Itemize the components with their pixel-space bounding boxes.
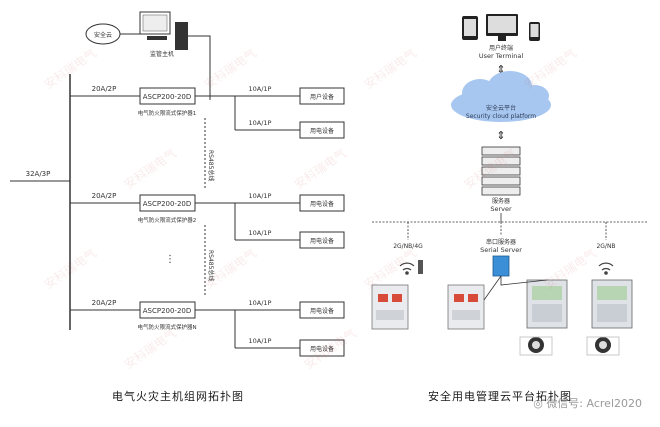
device-model-label: ASCP200-20D xyxy=(143,307,192,315)
serial-link xyxy=(483,275,502,301)
double-arrow-icon: ⇕ xyxy=(496,129,505,142)
branch-breaker-label: 20A/2P xyxy=(92,85,117,93)
ellipsis-dots: ⋮ xyxy=(165,254,175,265)
main-breaker-label: 32A/3P xyxy=(26,170,51,178)
monitor-icon xyxy=(486,14,518,41)
branch-breaker-label: 20A/2P xyxy=(92,192,117,200)
wifi-icon xyxy=(598,262,614,275)
server-en: Server xyxy=(490,205,512,213)
user-terminal-cn: 用户终端 xyxy=(489,44,513,52)
sensor-frame xyxy=(586,336,620,356)
out-breaker-label: 10A/1P xyxy=(249,192,272,200)
breaker-device xyxy=(447,284,485,330)
load-box xyxy=(299,87,345,105)
right-caption: 安全用电管理云平台拓扑图 xyxy=(428,390,572,403)
load-box xyxy=(299,339,345,357)
rs485-label-1: RS485总线 xyxy=(207,150,215,181)
cloud-platform-cn: 安全云平台 xyxy=(486,104,516,112)
cloud-platform-icon xyxy=(451,71,551,122)
out-breaker-label: 10A/1P xyxy=(249,229,272,237)
host-label: 监管主机 xyxy=(150,50,174,58)
device-model-label: ASCP200-20D xyxy=(143,93,192,101)
load-label: 用电设备 xyxy=(310,200,334,208)
net-label-right: 2G/NB xyxy=(596,243,615,250)
host-computer-icon xyxy=(139,11,188,50)
device-model-label: ASCP200-20D xyxy=(143,200,192,208)
server-cn: 服务器 xyxy=(492,197,510,205)
cloud-platform-en: Security cloud platform xyxy=(466,113,536,120)
server-rack-icon xyxy=(481,146,521,196)
out-breaker-label: 10A/1P xyxy=(249,85,272,93)
load-label: 用电设备 xyxy=(310,237,334,245)
serial-link xyxy=(500,276,548,286)
safety-cloud-label: 安全云 xyxy=(94,31,112,39)
wechat-id: 微信号: Acrel2020 xyxy=(546,397,642,410)
wechat-watermark: ◎ 微信号: Acrel2020 xyxy=(533,395,642,411)
branch-row: 20A/2P ASCP200-20D 电气防火限流式保护器1 10A/1P 10… xyxy=(70,85,345,139)
serial-server-en: Serial Server xyxy=(480,246,522,254)
meter-device xyxy=(526,279,568,329)
load-label: 用户设备 xyxy=(310,93,334,101)
load-box xyxy=(299,301,345,319)
load-box xyxy=(299,194,345,212)
branch-row: 20A/2P ASCP200-20D 电气防火限流式保护器N 10A/1P 10… xyxy=(70,299,345,357)
wifi-icon xyxy=(399,262,415,275)
breaker-device xyxy=(371,284,409,330)
phone-icon xyxy=(529,22,540,41)
user-terminal-en: User Terminal xyxy=(479,52,524,60)
device-desc-label: 电气防火限流式保护器2 xyxy=(138,216,197,224)
load-box xyxy=(299,231,345,249)
branch-row: 20A/2P ASCP200-20D 电气防火限流式保护器2 10A/1P 10… xyxy=(70,192,345,249)
serial-server-cn: 串口服务器 xyxy=(486,238,516,246)
tablet-icon xyxy=(462,16,478,40)
rs485-label-2: RS485总线 xyxy=(207,250,215,281)
branch-breaker-label: 20A/2P xyxy=(92,299,117,307)
load-label: 用电设备 xyxy=(310,345,334,353)
out-breaker-label: 10A/1P xyxy=(249,299,272,307)
load-label: 用电设备 xyxy=(310,127,334,135)
wechat-icon: ◎ xyxy=(533,397,547,410)
out-breaker-label: 10A/1P xyxy=(249,119,272,127)
device-desc-label: 电气防火限流式保护器N xyxy=(137,323,196,331)
host-link xyxy=(188,35,211,100)
load-label: 用电设备 xyxy=(310,307,334,315)
device-desc-label: 电气防火限流式保护器1 xyxy=(138,109,197,117)
serial-server-device xyxy=(492,255,510,277)
double-arrow-icon: ⇕ xyxy=(496,63,505,76)
meter-device xyxy=(591,279,633,329)
left-caption: 电气火灾主机组网拓扑图 xyxy=(112,390,244,403)
load-box xyxy=(299,121,345,139)
out-breaker-label: 10A/1P xyxy=(249,337,272,345)
net-label-left: 2G/NB/4G xyxy=(393,243,423,250)
sensor-frame xyxy=(519,336,553,356)
antenna-icon xyxy=(418,260,423,274)
